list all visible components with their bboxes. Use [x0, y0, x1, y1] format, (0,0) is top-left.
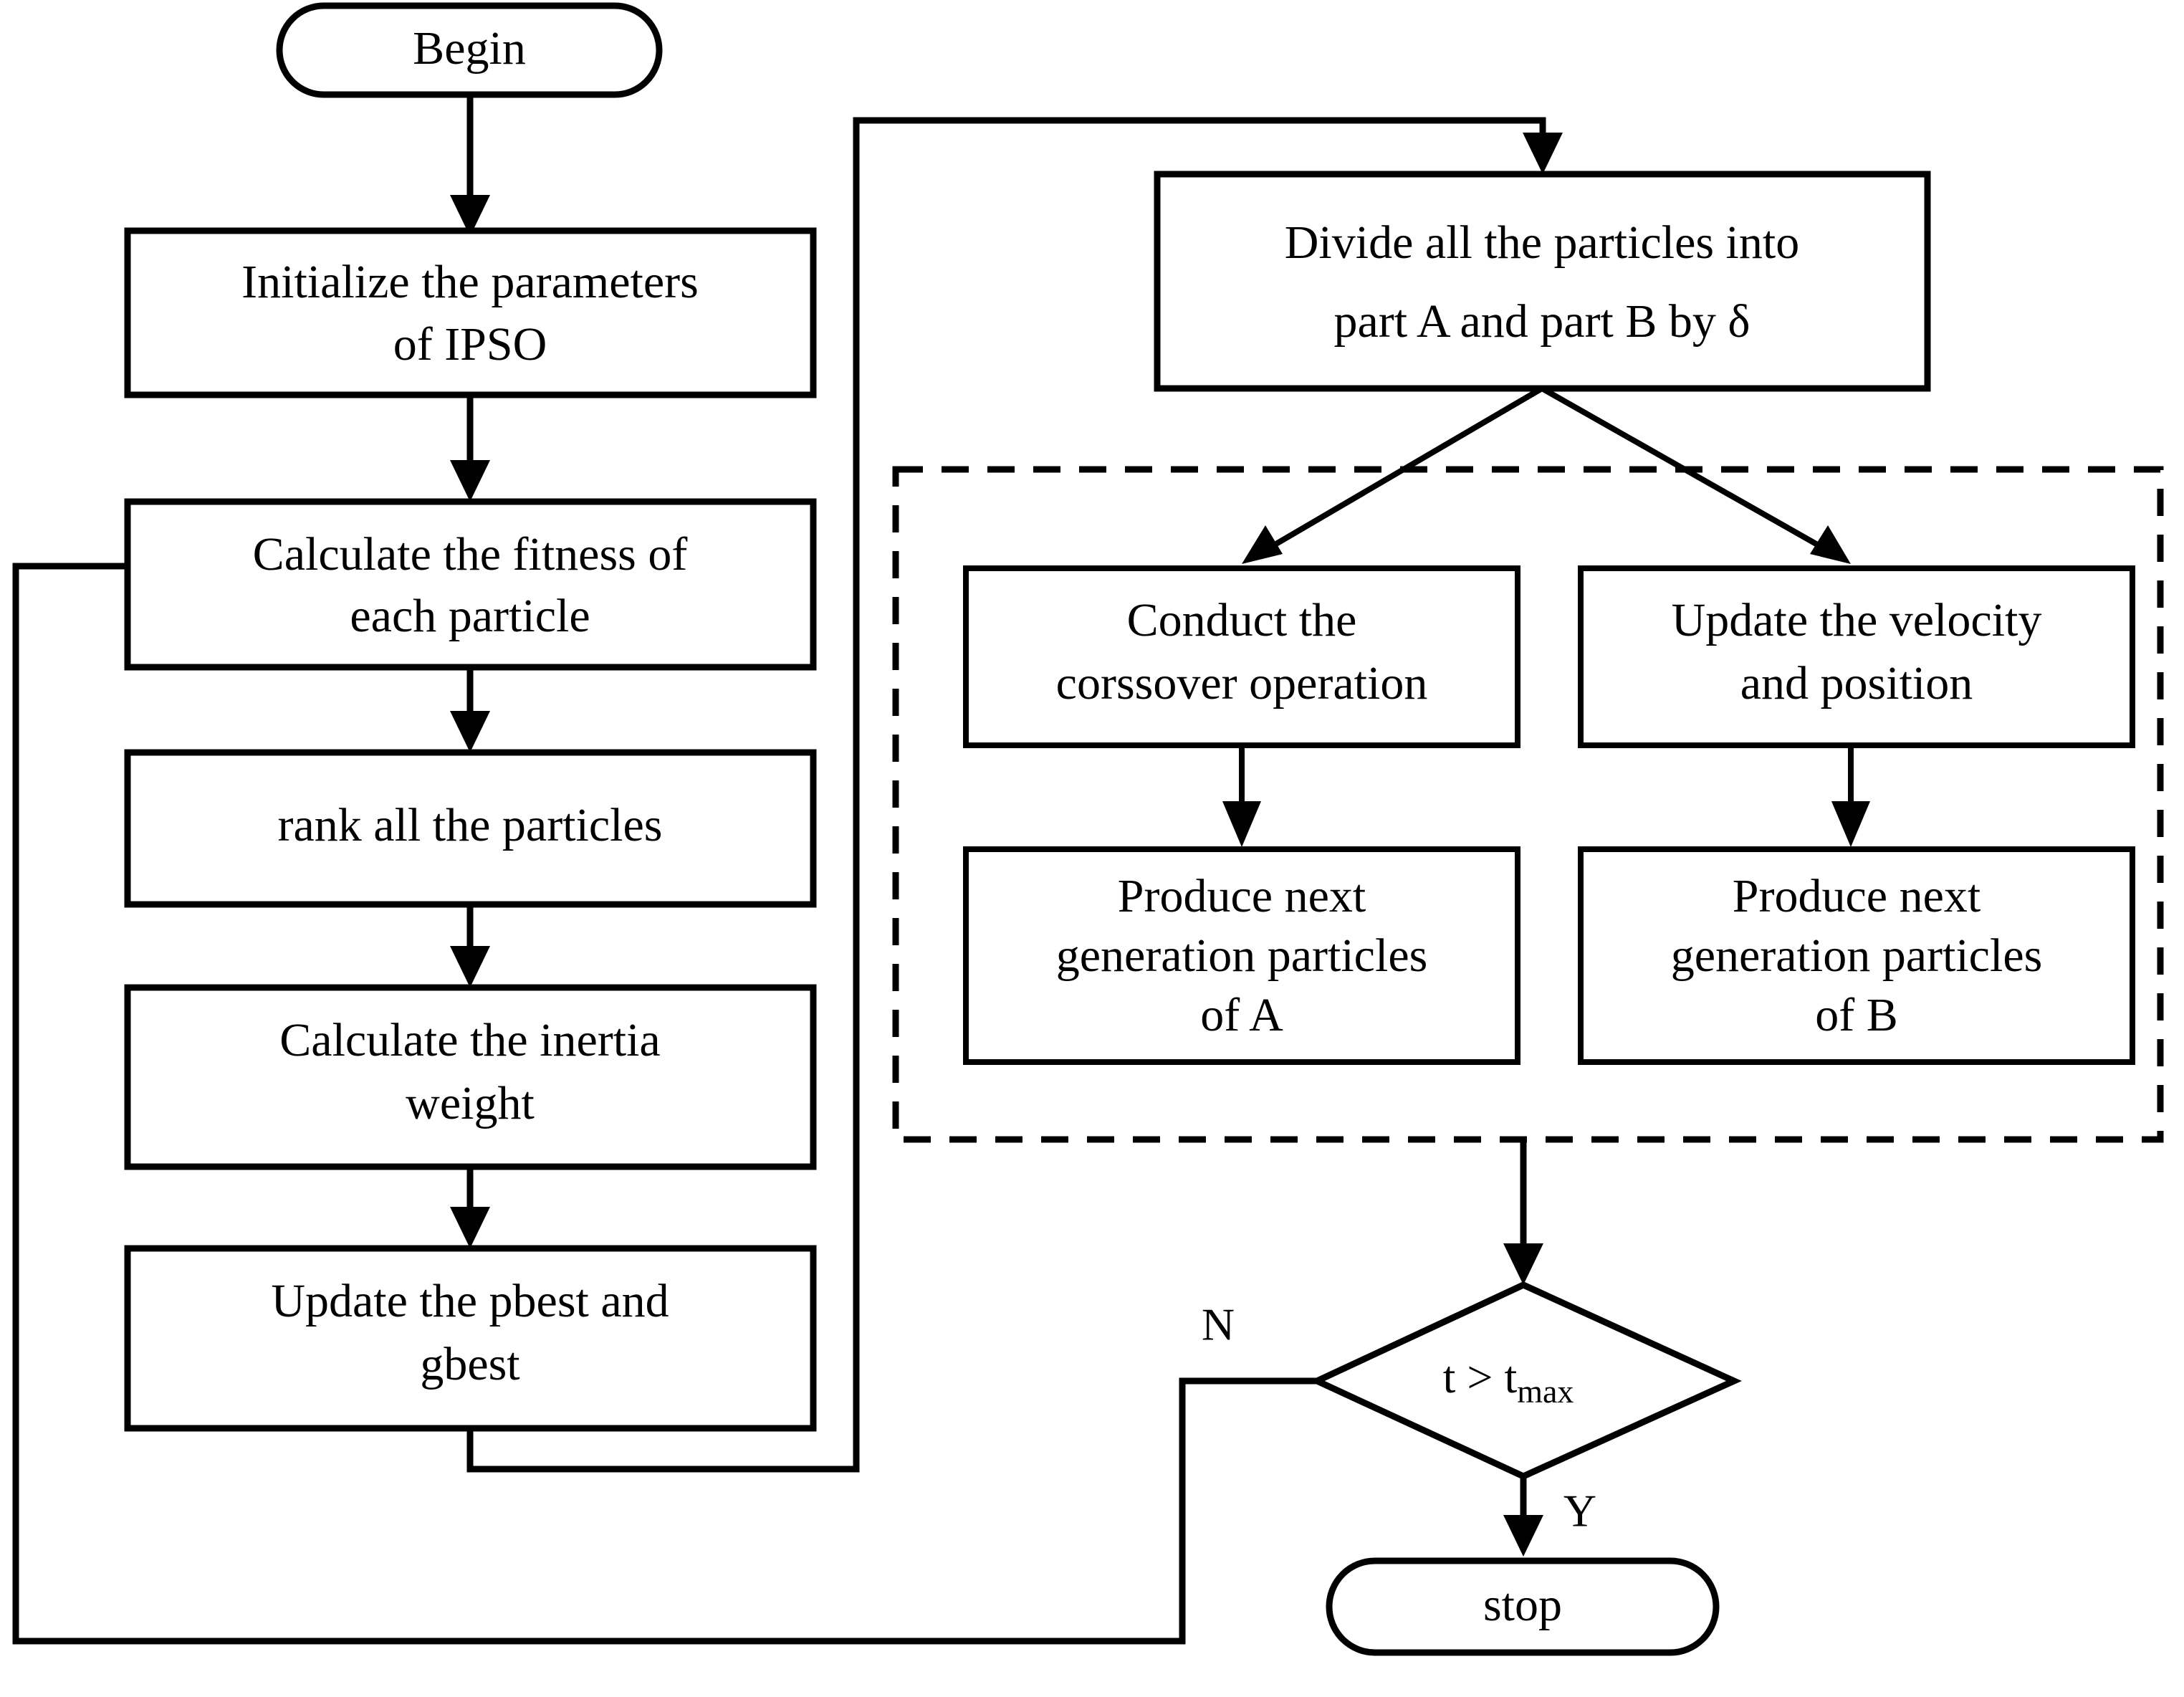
produce-a-line2: generation particles	[1056, 929, 1428, 982]
dashed-group-box	[892, 466, 2164, 1143]
edge-divide-to-crossover	[1242, 386, 1544, 564]
decision-condition: t > tmax	[1443, 1352, 1574, 1410]
divide-shape	[1154, 171, 1931, 392]
edge-rank-to-inertia	[450, 904, 490, 988]
crossover-line2: corssover operation	[1056, 657, 1428, 709]
edge-decision-yes-to-stop	[1503, 1476, 1543, 1557]
fitness-line1: Calculate the fitness of	[253, 528, 688, 580]
node-update-velocity-position[interactable]: Update the velocity and position	[1578, 565, 2135, 748]
begin-label: Begin	[413, 22, 526, 75]
pbest-shape	[124, 1245, 817, 1432]
begin-shape	[276, 2, 663, 98]
edge-pbest-to-divide	[466, 117, 1563, 1473]
node-conduct-crossover[interactable]: Conduct the corssover operation	[963, 565, 1520, 748]
branch-label-yes: Y	[1563, 1486, 1596, 1536]
produce-a-line3: of A	[1200, 989, 1283, 1041]
rank-shape	[124, 749, 817, 908]
decision-shape	[1309, 1281, 1742, 1480]
fitness-line2: each particle	[350, 590, 590, 642]
node-produce-particles-a[interactable]: Produce next generation particles of A	[963, 846, 1520, 1065]
divide-line2: part A and part B by δ	[1333, 295, 1750, 348]
node-decision-t-gt-tmax[interactable]: t > tmax	[1309, 1281, 1742, 1480]
edge-fitness-to-rank	[450, 667, 490, 752]
produce-b-line1: Produce next	[1733, 870, 1981, 922]
pbest-line2: gbest	[420, 1338, 519, 1390]
node-begin[interactable]: Begin	[276, 2, 663, 98]
edge-update-velocity-to-produce-b	[1831, 745, 1870, 847]
inertia-line2: weight	[406, 1077, 535, 1129]
produce-b-shape	[1578, 846, 2135, 1065]
node-initialize[interactable]: Initialize the parameters of IPSO	[124, 227, 817, 398]
fitness-shape	[124, 498, 817, 671]
node-produce-particles-b[interactable]: Produce next generation particles of B	[1578, 846, 2135, 1065]
node-rank-particles[interactable]: rank all the particles	[124, 749, 817, 908]
node-stop[interactable]: stop	[1326, 1557, 1720, 1656]
edge-group-to-decision	[1503, 1139, 1543, 1285]
produce-b-line2: generation particles	[1671, 929, 2043, 982]
inertia-shape	[124, 984, 817, 1170]
initialize-line1: Initialize the parameters	[241, 256, 699, 308]
edge-initialize-to-fitness	[450, 395, 490, 502]
node-calculate-fitness[interactable]: Calculate the fitness of each particle	[124, 498, 817, 671]
stop-shape	[1326, 1557, 1720, 1656]
edge-crossover-to-produce-a	[1222, 745, 1261, 847]
node-divide-particles[interactable]: Divide all the particles into part A and…	[1154, 171, 1931, 392]
edge-begin-to-initialize	[450, 92, 490, 236]
divide-line1: Divide all the particles into	[1285, 216, 1799, 269]
edge-divide-to-update-velocity	[1541, 386, 1851, 564]
update-vp-line2: and position	[1740, 657, 1973, 709]
node-calculate-inertia[interactable]: Calculate the inertia weight	[124, 984, 817, 1170]
produce-a-line1: Produce next	[1118, 870, 1366, 922]
produce-a-shape	[963, 846, 1520, 1065]
inertia-line1: Calculate the inertia	[279, 1014, 660, 1066]
crossover-shape	[963, 565, 1520, 748]
update-vp-line1: Update the velocity	[1672, 594, 2042, 646]
update-vp-shape	[1578, 565, 2135, 748]
crossover-line1: Conduct the	[1127, 594, 1357, 646]
rank-line1: rank all the particles	[278, 799, 663, 851]
edge-inertia-to-pbest	[450, 1167, 490, 1248]
produce-b-line3: of B	[1815, 989, 1898, 1041]
pbest-line1: Update the pbest and	[271, 1275, 669, 1327]
initialize-line2: of IPSO	[393, 318, 547, 371]
initialize-shape	[124, 227, 817, 398]
branch-label-no: N	[1202, 1299, 1235, 1350]
node-update-pbest-gbest[interactable]: Update the pbest and gbest	[124, 1245, 817, 1432]
stop-label: stop	[1483, 1579, 1562, 1631]
